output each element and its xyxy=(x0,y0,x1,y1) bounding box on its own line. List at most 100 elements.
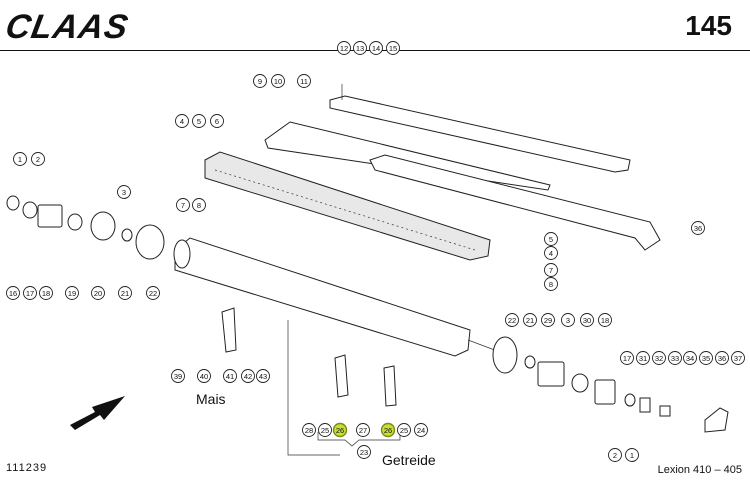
callout-33: 33 xyxy=(668,351,682,365)
rod-11 xyxy=(264,121,551,191)
callout-7: 7 xyxy=(176,198,190,212)
svg-text:6: 6 xyxy=(215,117,219,126)
callout-16: 16 xyxy=(6,286,20,300)
model-label: Lexion 410 – 405 xyxy=(657,464,742,476)
callout-6: 6 xyxy=(210,114,224,128)
callout-40: 40 xyxy=(197,369,211,383)
callout-36: 36 xyxy=(691,221,705,235)
callout-17: 17 xyxy=(23,286,37,300)
svg-text:40: 40 xyxy=(200,372,208,381)
svg-text:3: 3 xyxy=(566,316,570,325)
svg-text:25: 25 xyxy=(321,426,329,435)
callout-31: 31 xyxy=(636,351,650,365)
svg-text:18: 18 xyxy=(601,316,609,325)
callout-3: 3 xyxy=(561,313,575,327)
svg-text:34: 34 xyxy=(686,354,694,363)
callout-15: 15 xyxy=(386,41,400,55)
callout-7: 7 xyxy=(544,263,558,277)
callout-8: 8 xyxy=(192,198,206,212)
callout-19: 19 xyxy=(65,286,79,300)
svg-text:29: 29 xyxy=(544,316,552,325)
callout-12: 12 xyxy=(337,41,351,55)
callout-28: 28 xyxy=(302,423,316,437)
svg-text:42: 42 xyxy=(244,372,252,381)
callout-32: 32 xyxy=(652,351,666,365)
svg-text:17: 17 xyxy=(623,354,631,363)
svg-text:43: 43 xyxy=(259,372,267,381)
svg-text:8: 8 xyxy=(197,201,201,210)
svg-text:23: 23 xyxy=(360,448,368,457)
group-brackets xyxy=(287,320,401,456)
callout-36: 36 xyxy=(715,351,729,365)
callout-22: 22 xyxy=(505,313,519,327)
svg-text:2: 2 xyxy=(36,155,40,164)
callout-13: 13 xyxy=(353,41,367,55)
svg-text:1: 1 xyxy=(18,155,22,164)
callout-5: 5 xyxy=(544,232,558,246)
svg-text:39: 39 xyxy=(174,372,182,381)
svg-text:4: 4 xyxy=(549,249,553,258)
svg-text:25: 25 xyxy=(400,426,408,435)
callout-4: 4 xyxy=(544,246,558,260)
svg-text:19: 19 xyxy=(68,289,76,298)
callout-10: 10 xyxy=(271,74,285,88)
svg-text:7: 7 xyxy=(181,201,185,210)
svg-text:41: 41 xyxy=(226,372,234,381)
svg-text:17: 17 xyxy=(26,289,34,298)
callout-26: 26 xyxy=(332,422,348,438)
svg-text:22: 22 xyxy=(149,289,157,298)
callout-37: 37 xyxy=(731,351,745,365)
svg-text:15: 15 xyxy=(389,44,397,53)
callout-26: 26 xyxy=(380,422,396,438)
callout-17: 17 xyxy=(620,351,634,365)
svg-text:22: 22 xyxy=(508,316,516,325)
svg-text:9: 9 xyxy=(258,77,262,86)
svg-text:28: 28 xyxy=(305,426,313,435)
svg-text:5: 5 xyxy=(549,235,553,244)
svg-text:3: 3 xyxy=(122,188,126,197)
callout-22: 22 xyxy=(146,286,160,300)
toothed-rail-6 xyxy=(204,151,491,261)
callout-1: 1 xyxy=(625,448,639,462)
callout-21: 21 xyxy=(118,286,132,300)
callout-42: 42 xyxy=(241,369,255,383)
svg-text:10: 10 xyxy=(274,77,282,86)
direction-arrow xyxy=(70,396,125,430)
callout-21: 21 xyxy=(523,313,537,327)
svg-text:31: 31 xyxy=(639,354,647,363)
callout-24: 24 xyxy=(414,423,428,437)
callout-3: 3 xyxy=(117,185,131,199)
svg-text:2: 2 xyxy=(613,451,617,460)
svg-text:8: 8 xyxy=(549,280,553,289)
callout-2: 2 xyxy=(31,152,45,166)
svg-text:1: 1 xyxy=(630,451,634,460)
callout-25: 25 xyxy=(397,423,411,437)
page-number: 145 xyxy=(685,10,732,41)
svg-text:21: 21 xyxy=(121,289,129,298)
svg-text:24: 24 xyxy=(417,426,425,435)
callout-25: 25 xyxy=(318,423,332,437)
svg-text:37: 37 xyxy=(734,354,742,363)
bearing-housing-right xyxy=(492,336,729,433)
callout-5: 5 xyxy=(192,114,206,128)
label-getreide: Getreide xyxy=(382,452,436,468)
svg-text:5: 5 xyxy=(197,117,201,126)
callout-14: 14 xyxy=(369,41,383,55)
svg-text:11: 11 xyxy=(300,77,308,86)
svg-text:33: 33 xyxy=(671,354,679,363)
callout-11: 11 xyxy=(297,74,311,88)
auger-shaft xyxy=(173,237,501,357)
callout-2: 2 xyxy=(608,448,622,462)
callout-20: 20 xyxy=(91,286,105,300)
svg-text:32: 32 xyxy=(655,354,663,363)
callout-39: 39 xyxy=(171,369,185,383)
callout-29: 29 xyxy=(541,313,555,327)
callout-41: 41 xyxy=(223,369,237,383)
tines-left xyxy=(221,307,397,407)
callout-27: 27 xyxy=(356,423,370,437)
svg-text:18: 18 xyxy=(42,289,50,298)
callout-18: 18 xyxy=(598,313,612,327)
svg-text:30: 30 xyxy=(583,316,591,325)
